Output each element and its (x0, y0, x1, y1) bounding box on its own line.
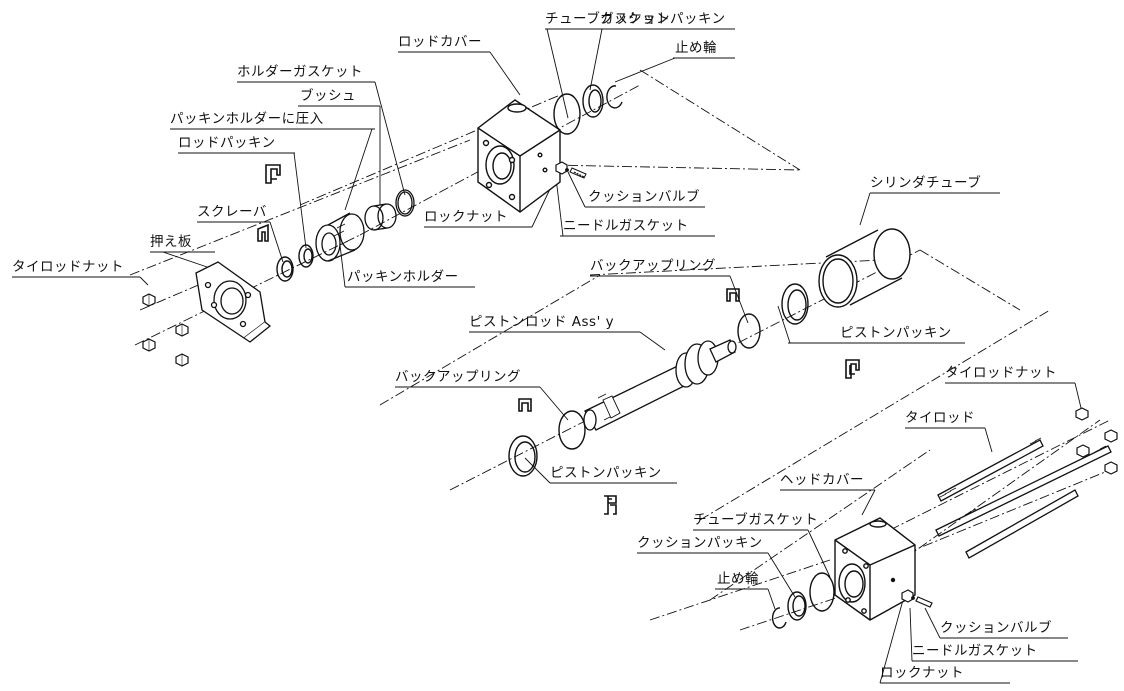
label-cushion-packing-bottom: クッションパッキン (637, 535, 763, 551)
label-tie-rod-nut-right: タイロッドナット (945, 365, 1057, 381)
label-lock-nut-bottom: ロックナット (880, 665, 964, 681)
packing-symbols (257, 164, 860, 515)
tie-rod-nuts-right (1075, 407, 1118, 475)
label-rod-packing: ロッドパッキン (178, 135, 276, 151)
label-bush: ブッシュ (300, 88, 356, 104)
rod-packing-symbol (265, 164, 281, 184)
tie-rod-nuts-left (142, 293, 189, 367)
label-needle-gasket-top: ニードルガスケット (563, 218, 689, 234)
label-piston-packing-right: ピストンパッキン (840, 325, 952, 341)
label-rod-cover: ロッドカバー (398, 34, 482, 50)
label-tie-rod: タイロッド (905, 410, 975, 426)
scraper-symbol (257, 223, 269, 242)
head-cover-part (834, 517, 916, 621)
label-scraper: スクレーバ (197, 204, 267, 220)
label-packing-holder: パッキンホルダー (347, 269, 459, 285)
label-holder-gasket: ホルダーガスケット (237, 64, 363, 80)
rod-cover-part (477, 99, 561, 213)
label-needle-gasket-bottom: ニードルガスケット (912, 643, 1038, 659)
cushion-valve-top-part (555, 161, 587, 179)
label-cylinder-tube: シリンダチューブ (870, 175, 982, 191)
piston-packing-left-symbol (604, 495, 617, 515)
bush-gasket-parts (364, 189, 415, 231)
label-backup-ring-left: バックアップリング (395, 369, 521, 385)
left-piston-rings (508, 410, 586, 477)
top-ring-parts (553, 84, 623, 135)
cylinder-tube-part (818, 228, 911, 308)
bottom-ring-parts (771, 572, 835, 629)
tie-rods-part (935, 437, 1112, 559)
label-tube-gasket-bottom: チューブガスケット (693, 512, 819, 528)
leader-lines (12, 28, 1083, 684)
right-piston-rings (737, 283, 809, 349)
label-press-fit: パッキンホルダーに圧入 (170, 111, 324, 127)
label-cushion-valve-bottom: クッションバルブ (940, 620, 1052, 636)
label-backup-ring-right: バックアップリング (590, 258, 716, 274)
backup-ring-right-symbol (726, 288, 740, 302)
label-lock-nut-top: ロックナット (424, 209, 508, 225)
label-tube-gasket-top: チューブガスケット (545, 11, 671, 27)
label-cushion-packing-top: クッションパッキン (600, 11, 726, 27)
center-lines (129, 69, 1111, 631)
backup-ring-left-symbol (518, 398, 532, 412)
press-plate-part (195, 261, 272, 343)
cushion-valve-bottom-part (901, 589, 933, 608)
label-cushion-valve-top: クッションバルブ (588, 189, 700, 205)
label-piston-rod-assy: ピストンロッド Ass' y (469, 314, 615, 330)
label-stop-ring-top: 止め輪 (675, 40, 717, 56)
label-head-cover: ヘッドカバー (780, 472, 864, 488)
label-press-plate: 押え板 (150, 234, 192, 250)
piston-rod-assembly-part (583, 339, 737, 431)
piston-packing-right-symbol (845, 359, 860, 379)
label-piston-packing-left: ピストンパッキン (550, 465, 662, 481)
packing-holder-part (315, 212, 365, 262)
label-tie-rod-nut-left: タイロッドナット (12, 259, 124, 275)
scraper-rod-packing-parts (276, 244, 314, 282)
label-stop-ring-bottom: 止め輪 (717, 571, 759, 587)
